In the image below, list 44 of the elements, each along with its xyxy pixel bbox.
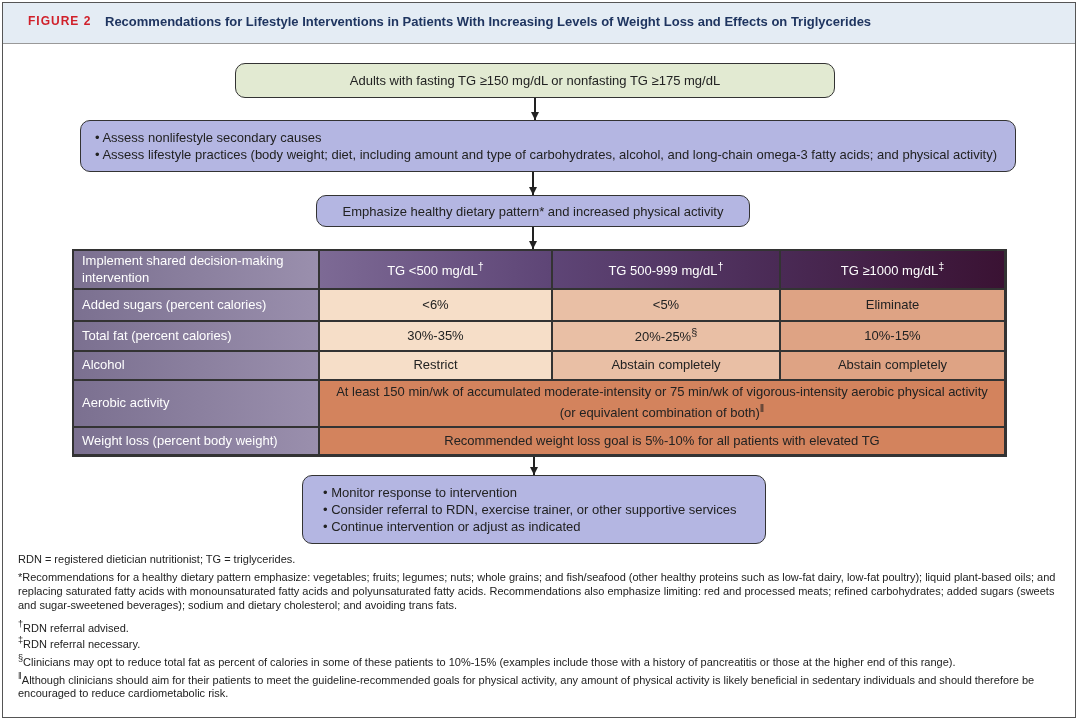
bullet-item: • Assess nonlifestyle secondary causes: [95, 130, 323, 145]
arrow: [529, 226, 537, 250]
bullet-item: • Monitor response to intervention: [323, 485, 518, 500]
table-cell: Eliminate: [781, 290, 1004, 320]
process-box: [80, 120, 1016, 172]
column-header: TG 500-999 mg/dL$^{†}$: [553, 251, 779, 288]
table-cell: 10%-15%: [781, 322, 1004, 350]
footnote: $^{‡}$RDN referral necessary.: [18, 635, 142, 652]
footnote: $^{†}$RDN referral advised.: [18, 619, 130, 636]
arrow: [529, 171, 537, 196]
process-box: [316, 195, 750, 227]
arrow: [530, 456, 538, 476]
row-header: Weight loss (percent body weight): [74, 428, 318, 454]
table-cell: Abstain completely: [553, 352, 779, 379]
figure-number: FIGURE 2: [28, 14, 92, 28]
table-cell: 30%-35%: [320, 322, 551, 350]
row-header: Alcohol: [74, 352, 318, 379]
table-cell: <5%: [553, 290, 779, 320]
table-cell: Restrict: [320, 352, 551, 379]
footnote: $^{‖}$Although clinicians should aim for their patients to meet the guideline-recommended goals for physical activity, any amount of physical activity is likely beneficial in sedentary individuals and should therefore be encouraged to reduce cardiometabolic risk.: [18, 671, 1036, 702]
table-cell: 20%-25%$^{§}$: [553, 322, 779, 350]
start-box: [235, 63, 835, 98]
table-cell: At least 150 min/wk of accumulated moderate-intensity or 75 min/wk of vigorous-intensity aerobic physical activity (or equivalent combination of both)$^{‖}$: [320, 381, 1004, 426]
footnote: $^{§}$Clinicians may opt to reduce total fat as percent of calories in some of these patients to 10%-15% (examples include those with a history of pancreatitis or those at the higher end of this range).: [18, 653, 957, 670]
footnote: *Recommendations for a healthy dietary pattern emphasize: vegetables; fruits; legumes; nuts; whole grains; and fish/seafood (other healthy proteins such as low-fat dairy, low-fat poultry); liquid plant-based oils; and replacing saturated fatty acids with monounsaturated fatty acids and polyunsaturated fatty acids. Recommendations also emphasize limiting: red and processed meats; refined carbohydrates; added sugars (sweets and sugar-sweetened beverages); sodium and dietary cholesterol; and avoiding trans fats.: [18, 571, 1057, 613]
row-header: Implement shared decision-making intervention: [74, 251, 318, 288]
figure-title: Recommendations for Lifestyle Interventions in Patients With Increasing Levels of Weight Loss and Effects on Triglycerides: [105, 14, 872, 29]
table-cell: Recommended weight loss goal is 5%-10% for all patients with elevated TG: [320, 428, 1004, 454]
box-text: Emphasize healthy dietary pattern* and increased physical activity: [341, 203, 725, 219]
footnote: RDN = registered dietician nutritionist; TG = triglycerides.: [18, 553, 297, 567]
table-cell: <6%: [320, 290, 551, 320]
column-header: TG ≥1000 mg/dL$^{‡}$: [781, 251, 1004, 288]
row-header: Total fat (percent calories): [74, 322, 318, 350]
box-text: Adults with fasting TG ≥150 mg/dL or nonfasting TG ≥175 mg/dL: [348, 73, 722, 88]
bullet-item: • Continue intervention or adjust as indicated: [323, 519, 582, 534]
recommendation-table: [72, 249, 1007, 457]
process-box: [302, 475, 766, 544]
row-header: Added sugars (percent calories): [74, 290, 318, 320]
arrow: [531, 97, 539, 121]
column-header: TG <500 mg/dL$^{†}$: [320, 251, 551, 288]
row-header: Aerobic activity: [74, 381, 318, 426]
table-cell: Abstain completely: [781, 352, 1004, 379]
bullet-item: • Assess lifestyle practices (body weight; diet, including amount and type of carbohydrates, alcohol, and long-chain omega-3 fatty acids; and physical activity): [95, 147, 999, 162]
bullet-item: • Consider referral to RDN, exercise trainer, or other supportive services: [323, 502, 738, 517]
